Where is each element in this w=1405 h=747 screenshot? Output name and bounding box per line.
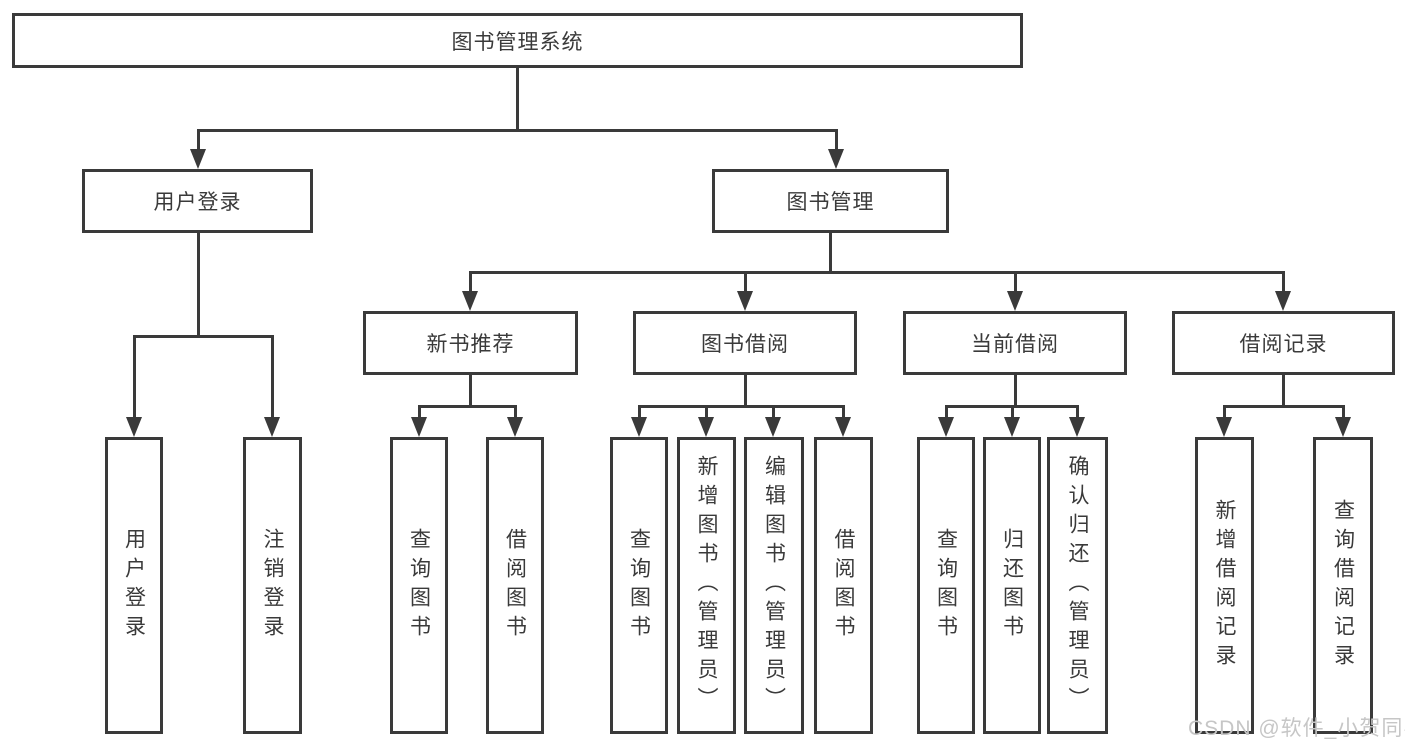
connector-line [196,233,200,338]
leaf-query-books-1: 查询图书 [390,437,448,734]
node-book-borrow: 图书借阅 [633,311,857,375]
arrowhead-icon [411,417,427,437]
connector-arrow-stem [1075,406,1079,419]
arrowhead-icon [631,417,647,437]
leaf-user-login: 用户登录 [105,437,163,734]
connector-arrow-stem [196,130,200,151]
connector-arrow-stem [132,336,136,419]
leaf-edit-book-admin: 编辑图书（管理员） [744,437,804,734]
leaf-query-books-2: 查询图书 [610,437,668,734]
arrowhead-icon [1335,417,1351,437]
connector-arrow-stem [704,406,708,419]
connector-arrow-stem [417,406,421,419]
arrowhead-icon [835,417,851,437]
arrowhead-icon [698,417,714,437]
csdn-watermark: CSDN @软件_小贺同学 [1188,717,1405,740]
connector-arrow-stem [513,406,517,419]
leaf-borrow-books-2: 借阅图书 [814,437,873,734]
leaf-borrow-books-1: 借阅图书 [486,437,544,734]
node-book-management: 图书管理 [712,169,949,233]
connector-arrow-stem [1341,406,1345,419]
connector-arrow-stem [841,406,845,419]
connector-line [515,68,519,131]
arrowhead-icon [462,291,478,311]
connector-arrow-stem [743,272,747,293]
node-root-library-system: 图书管理系统 [12,13,1023,68]
connector-line [743,375,747,408]
node-borrow-records: 借阅记录 [1172,311,1395,375]
connector-line [196,128,838,132]
connector-arrow-stem [468,272,472,293]
arrowhead-icon [765,417,781,437]
node-user-login: 用户登录 [82,169,313,233]
arrowhead-icon [1216,417,1232,437]
connector-arrow-stem [637,406,641,419]
leaf-return-books: 归还图书 [983,437,1041,734]
connector-line [1281,375,1285,408]
leaf-confirm-return-admin: 确认归还（管理员） [1047,437,1108,734]
connector-line [417,404,517,408]
connector-line [828,233,832,273]
connector-line [468,375,472,408]
arrowhead-icon [1004,417,1020,437]
leaf-query-borrow-record: 查询借阅记录 [1313,437,1373,734]
connector-line [1013,375,1017,408]
node-current-borrow: 当前借阅 [903,311,1127,375]
connector-arrow-stem [270,336,274,419]
arrowhead-icon [507,417,523,437]
arrowhead-icon [126,417,142,437]
arrowhead-icon [190,149,206,169]
connector-arrow-stem [1281,272,1285,293]
arrowhead-icon [828,149,844,169]
connector-arrow-stem [1010,406,1014,419]
node-new-book-recommend: 新书推荐 [363,311,578,375]
connector-arrow-stem [1013,272,1017,293]
arrowhead-icon [737,291,753,311]
connector-arrow-stem [944,406,948,419]
arrowhead-icon [1275,291,1291,311]
connector-line [637,404,845,408]
leaf-add-borrow-record: 新增借阅记录 [1195,437,1254,734]
leaf-query-books-3: 查询图书 [917,437,975,734]
connector-arrow-stem [771,406,775,419]
arrowhead-icon [1069,417,1085,437]
connector-line [1222,404,1345,408]
arrowhead-icon [938,417,954,437]
arrowhead-icon [264,417,280,437]
connector-arrow-stem [834,130,838,151]
connector-arrow-stem [1222,406,1226,419]
leaf-logout: 注销登录 [243,437,302,734]
connector-line [132,334,274,338]
arrowhead-icon [1007,291,1023,311]
connector-line [468,270,1285,274]
leaf-add-book-admin: 新增图书（管理员） [677,437,736,734]
